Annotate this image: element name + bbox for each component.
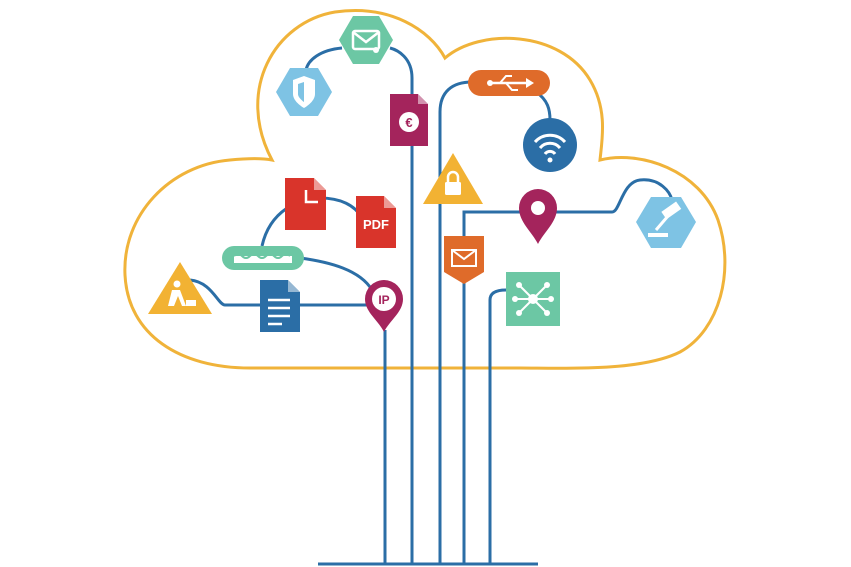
- wire-branch-shield: [304, 46, 343, 71]
- euro-document-icon: €: [390, 94, 428, 146]
- construction-warning-icon: [148, 262, 212, 314]
- wire-trunk-4: [462, 210, 520, 564]
- water-icon: [222, 246, 304, 270]
- wire-trunk-2: [389, 46, 414, 564]
- wire-trunk-3: [438, 80, 473, 564]
- cloud-outline: [123, 9, 727, 370]
- gavel-icon: [636, 197, 696, 248]
- ip-pin-icon: IP: [365, 280, 403, 332]
- mint-hexagon: [339, 16, 393, 64]
- wire-arc-ip: [299, 256, 374, 291]
- text-document-icon: [260, 280, 300, 332]
- mail-lock-icon: [339, 16, 393, 64]
- wire-branch-gavel: [556, 178, 674, 214]
- pdf-document-icon: PDF: [356, 196, 396, 248]
- lock-warning-icon: [423, 153, 483, 204]
- wire-branch-left: [189, 278, 368, 307]
- usb-icon: [468, 70, 550, 96]
- mail-badge-icon: [444, 236, 484, 284]
- pdf-label: PDF: [363, 217, 389, 232]
- location-pin-icon: [519, 189, 557, 244]
- shield-icon: [276, 68, 332, 116]
- euro-label: €: [405, 115, 412, 130]
- wifi-icon: [523, 118, 577, 172]
- network-icon: [506, 272, 560, 326]
- document-icon: [285, 178, 326, 230]
- wire-branch-wifi: [535, 90, 552, 121]
- ip-label: IP: [378, 293, 389, 307]
- wire-trunk-5: [488, 288, 507, 564]
